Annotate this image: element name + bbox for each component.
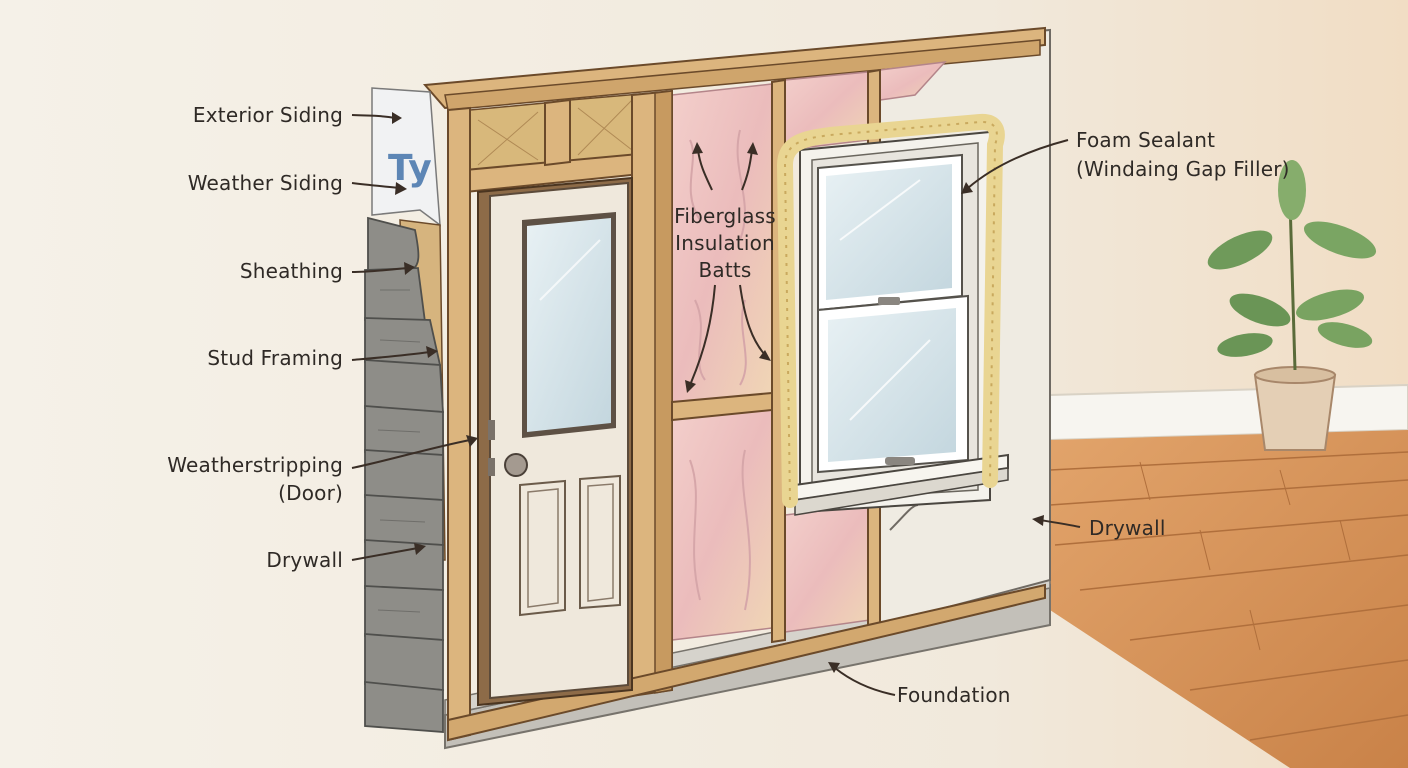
label-sheathing: Sheathing <box>239 259 343 283</box>
label-weather-siding: Weather Siding <box>187 171 343 195</box>
arrow-stud-framing <box>351 351 431 361</box>
label-foam-sealant: Foam Sealant <box>1076 128 1216 152</box>
door-knob <box>504 453 528 477</box>
wrap-text: Ty <box>388 148 432 189</box>
foam-sealant <box>776 113 1005 508</box>
label-batts: Batts <box>698 258 752 282</box>
label-stud-framing: Stud Framing <box>207 346 343 370</box>
label-drywall-right: Drywall <box>1089 516 1166 540</box>
label-fiberglass: Fiberglass <box>674 204 776 228</box>
door <box>477 176 633 707</box>
leader-arrows <box>351 114 1081 696</box>
label-foundation: Foundation <box>897 683 1011 707</box>
label-weatherstripping-door: (Door) <box>278 481 343 505</box>
arrow-weatherstripping <box>351 439 471 469</box>
arrow-fiberglass-1 <box>697 149 713 191</box>
label-insulation: Insulation <box>675 231 775 255</box>
house-wrap: Ty <box>371 87 441 227</box>
wood-floor <box>1049 430 1408 768</box>
window <box>794 130 1009 516</box>
arrow-weather-siding <box>351 182 401 189</box>
label-drywall-left: Drywall <box>266 548 343 572</box>
label-weatherstripping: Weatherstripping <box>167 453 343 477</box>
exterior-siding <box>364 216 444 733</box>
arrow-foundation <box>834 667 896 696</box>
arrow-foam-sealant <box>967 139 1069 189</box>
fiberglass-insulation-batts <box>671 61 947 641</box>
label-exterior-siding: Exterior Siding <box>192 103 343 127</box>
arrow-sheathing <box>351 267 409 273</box>
label-foam-sealant-sub: (Windaing Gap Filler) <box>1076 157 1290 181</box>
potted-plant <box>1207 160 1377 451</box>
arrow-exterior-siding <box>351 114 396 119</box>
arrow-drywall-left <box>351 547 419 561</box>
